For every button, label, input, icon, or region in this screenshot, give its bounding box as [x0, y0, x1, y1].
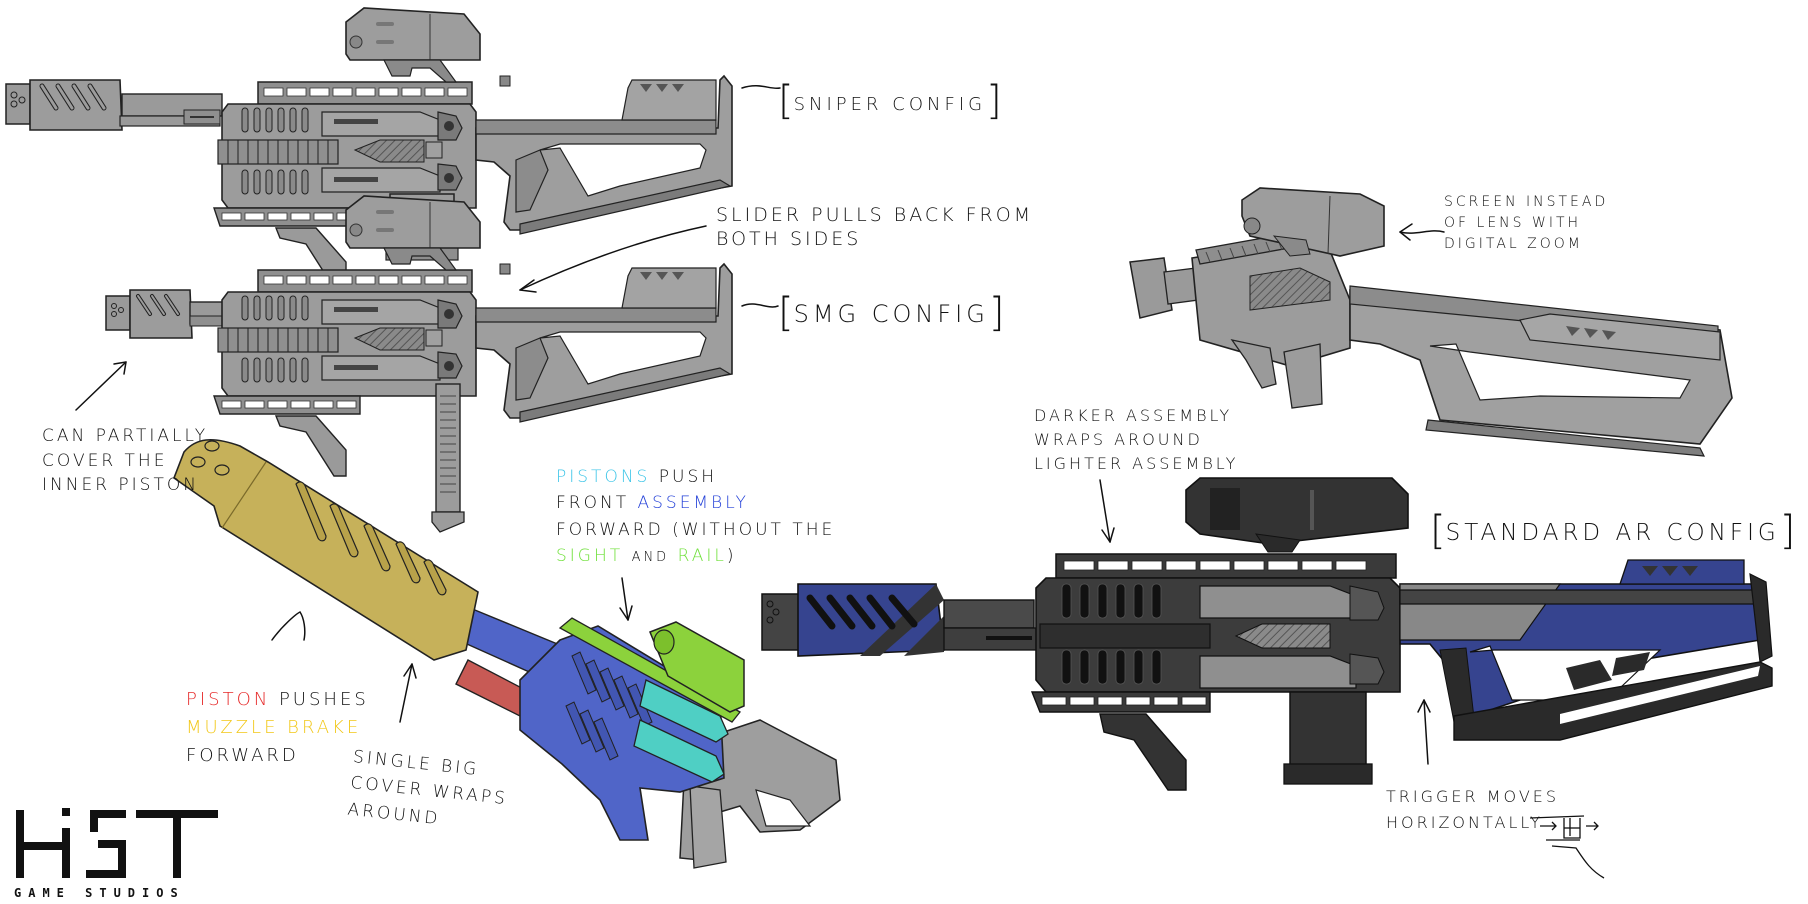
label-smg-config: [SMG config] [778, 290, 1005, 336]
note-word: forward (without the [556, 519, 836, 540]
note-screen: screen instead of lens with digital zoom [1444, 192, 1608, 255]
label-standard-ar-text: Standard AR config [1445, 520, 1780, 546]
note-line: of lens with [1444, 215, 1582, 231]
label-sniper-config: [Sniper config] [778, 78, 1002, 124]
note-piston-muzzle: Piston pushes Muzzle brake forward [186, 686, 369, 770]
perspective-rifle-drawing [1129, 187, 1733, 457]
note-line: Can partially [42, 426, 209, 446]
note-line: Slider pulls back from [716, 204, 1034, 226]
note-word-piston: Piston [186, 689, 271, 710]
note-line: inner piston [42, 475, 199, 496]
note-darker-assembly: Darker assembly wraps around lighter ass… [1034, 404, 1238, 476]
trigger-sketch [1529, 815, 1605, 879]
note-line: both sides [716, 227, 862, 250]
note-muzzle-cover: Can partially cover the inner piston [42, 424, 208, 498]
annotation-arrows [75, 85, 1445, 765]
note-word: ) [726, 546, 737, 567]
studio-logo: GAME STUDIOS [14, 806, 218, 900]
note-line: digital zoom [1444, 236, 1583, 252]
note-trigger: Trigger moves horizontally [1386, 784, 1559, 835]
exploded-view-drawing [173, 438, 841, 869]
note-word-muzzle-brake: Muzzle brake [186, 716, 362, 738]
logo-subtitle: GAME STUDIOS [14, 886, 185, 900]
note-line: horizontally [1386, 812, 1543, 832]
label-standard-ar-config: [Standard AR config] [1430, 508, 1796, 554]
note-line: screen instead [1444, 194, 1609, 210]
note-word-sight: sight [556, 546, 624, 567]
note-word-rail: rail [677, 546, 727, 567]
note-word: and [631, 550, 670, 566]
note-slider: Slider pulls back from both sides [716, 204, 1033, 252]
note-line: cover the [42, 450, 168, 471]
note-word: pushes [278, 689, 369, 710]
note-word: push [658, 467, 718, 487]
label-smg-text: SMG config [793, 300, 989, 328]
note-line: Trigger moves [1386, 787, 1560, 806]
label-sniper-text: Sniper config [793, 94, 987, 115]
hst-logo-mark [16, 808, 218, 878]
note-single-cover: single big cover wraps around [346, 744, 512, 839]
note-word: forward [186, 744, 299, 766]
smg-drawing [105, 195, 733, 533]
note-pistons: Pistons push front assembly forward (wit… [556, 464, 835, 569]
standard-ar-drawing [761, 477, 1773, 791]
note-line: wraps around [1034, 430, 1203, 449]
note-word-pistons: Pistons [556, 467, 651, 487]
note-word: front [556, 493, 630, 514]
note-word-assembly: assembly [637, 493, 749, 514]
note-line: lighter assembly [1034, 454, 1239, 473]
note-line: Darker assembly [1034, 406, 1233, 425]
